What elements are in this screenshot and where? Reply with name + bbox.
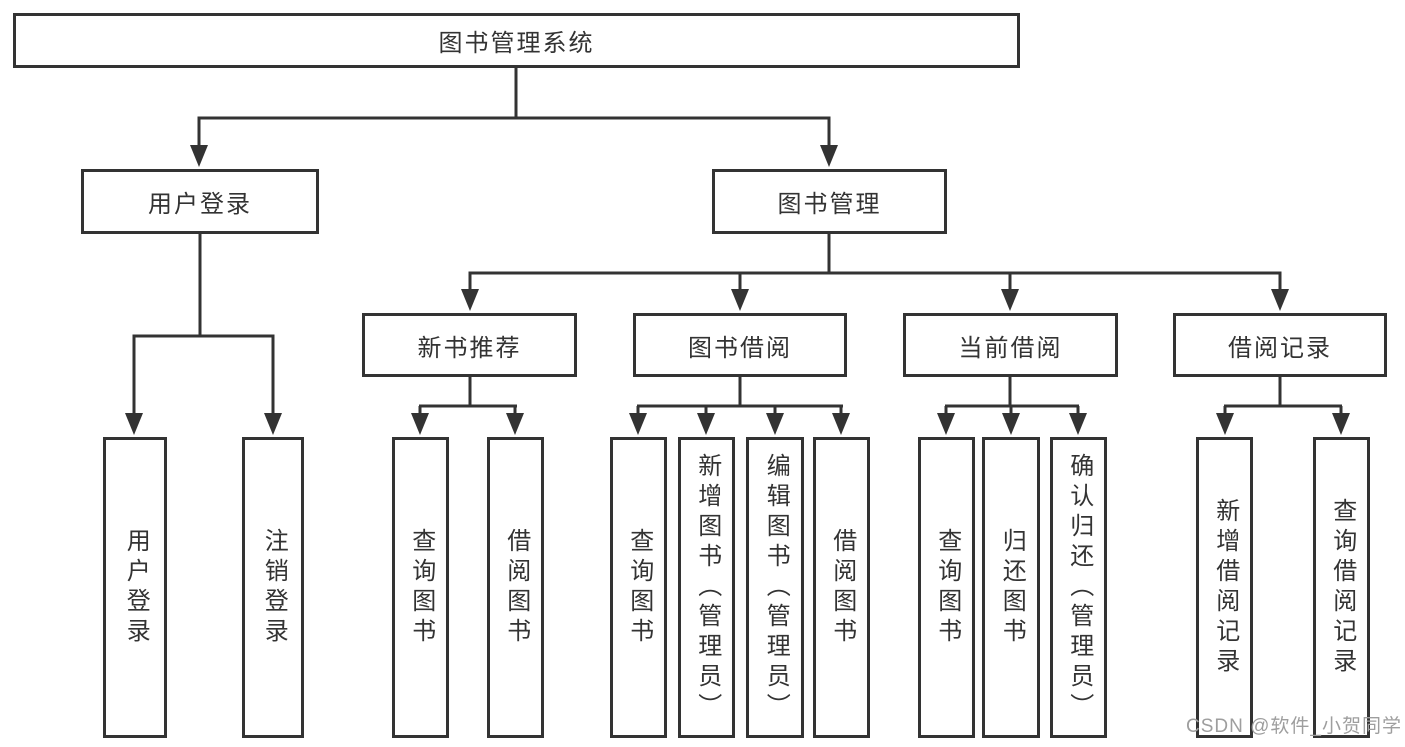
node-borrowing-records-label: 借阅记录 — [1228, 334, 1332, 362]
node-br-query-record: 查询借阅记录 — [1313, 437, 1370, 738]
node-bb-edit-books-label: 编辑图书（管理员） — [762, 452, 790, 723]
node-borrowing-records: 借阅记录 — [1173, 313, 1387, 377]
node-root-label: 图书管理系统 — [438, 30, 595, 57]
node-br-query-record-label: 查询借阅记录 — [1328, 497, 1356, 678]
node-root: 图书管理系统 — [13, 13, 1020, 68]
node-cb-return-books-label: 归还图书 — [998, 527, 1026, 648]
node-logout-leaf-label: 注销登录 — [260, 527, 288, 648]
node-nbr-query-books-label: 查询图书 — [407, 527, 435, 648]
node-current-borrowing: 当前借阅 — [903, 313, 1118, 377]
node-logout-leaf: 注销登录 — [242, 437, 304, 738]
node-book-management-label: 图书管理 — [777, 191, 882, 218]
node-bb-edit-books: 编辑图书（管理员） — [746, 437, 804, 738]
node-book-borrowing: 图书借阅 — [633, 313, 847, 377]
node-nbr-borrow-books-label: 借阅图书 — [502, 527, 530, 648]
node-user-login-leaf: 用户登录 — [103, 437, 167, 738]
node-book-borrowing-label: 图书借阅 — [688, 334, 792, 362]
node-user-login-leaf-label: 用户登录 — [122, 527, 150, 648]
node-new-book-recommend: 新书推荐 — [362, 313, 577, 377]
node-bb-borrow-books: 借阅图书 — [813, 437, 870, 738]
node-bb-query-books-label: 查询图书 — [625, 527, 653, 648]
node-current-borrowing-label: 当前借阅 — [958, 334, 1063, 362]
node-new-book-recommend-label: 新书推荐 — [417, 334, 522, 362]
node-cb-return-books: 归还图书 — [982, 437, 1040, 738]
node-bb-query-books: 查询图书 — [610, 437, 667, 738]
node-user-login: 用户登录 — [81, 169, 319, 234]
watermark: CSDN @软件_小贺同学 — [1186, 716, 1402, 737]
node-user-login-label: 用户登录 — [148, 191, 252, 218]
node-cb-confirm-return: 确认归还（管理员） — [1050, 437, 1107, 738]
node-bb-add-books: 新增图书（管理员） — [678, 437, 735, 738]
node-cb-query-books: 查询图书 — [918, 437, 975, 738]
node-nbr-query-books: 查询图书 — [392, 437, 449, 738]
node-cb-query-books-label: 查询图书 — [933, 527, 961, 648]
node-bb-add-books-label: 新增图书（管理员） — [693, 452, 721, 723]
node-br-add-record-label: 新增借阅记录 — [1211, 497, 1239, 678]
node-cb-confirm-return-label: 确认归还（管理员） — [1065, 452, 1093, 723]
node-br-add-record: 新增借阅记录 — [1196, 437, 1253, 738]
node-book-management: 图书管理 — [712, 169, 947, 234]
node-bb-borrow-books-label: 借阅图书 — [828, 527, 856, 648]
node-nbr-borrow-books: 借阅图书 — [487, 437, 544, 738]
